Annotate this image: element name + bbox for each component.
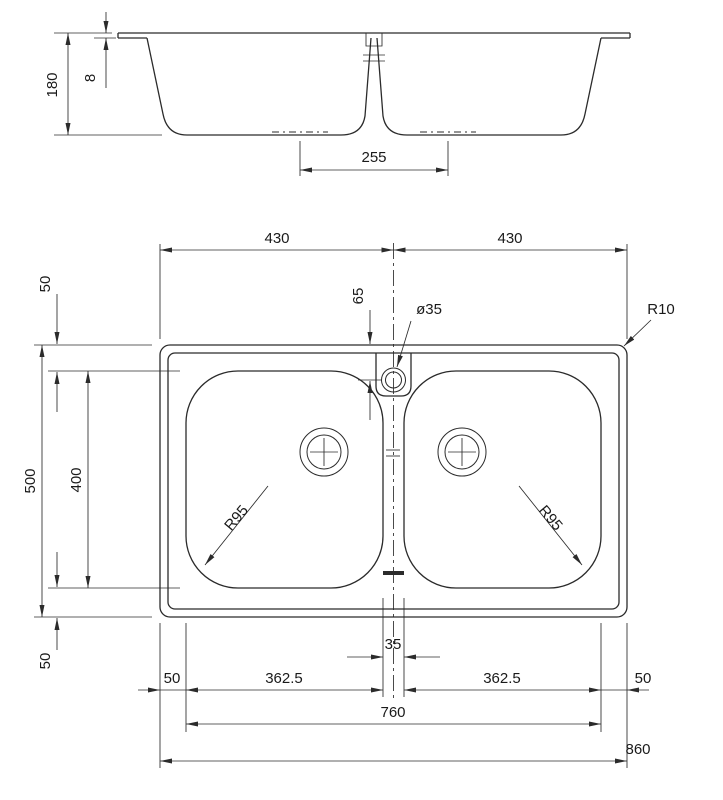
dim-drain-spacing-255: 255: [299, 141, 449, 176]
corner-radius-label: R10: [647, 301, 675, 318]
dim-bowl-width-right-label: 430: [497, 230, 522, 247]
dim-overall-depth-500: 500: [22, 344, 152, 618]
dim-drain-spacing-label: 255: [361, 149, 386, 166]
dim-overall-width-860: 860: [160, 741, 651, 764]
dim-top-margin-50: 50: [37, 276, 60, 412]
dim-bowls-span-760: 760: [186, 704, 601, 727]
dim-top-margin-label: 50: [37, 276, 54, 293]
dim-bowl-depth-label: 400: [68, 467, 85, 492]
dim-bottom-margin-50: 50: [37, 552, 60, 670]
dim-center-gap-35: 35: [347, 598, 440, 697]
dim-bowls-span-label: 760: [380, 704, 405, 721]
section-tap-hole: [365, 33, 383, 47]
section-right-bowl: [376, 37, 602, 136]
dim-tap-offset-65: 65: [350, 288, 381, 420]
section-view: [117, 32, 631, 136]
dim-rim-8: 8: [82, 12, 116, 88]
tap-diameter-label: ø35: [416, 301, 442, 318]
dim-tap-offset-label: 65: [350, 288, 367, 305]
right-drain-inner: [444, 434, 480, 470]
dim-bowl-width-left-label: 430: [264, 230, 289, 247]
right-drain-outer: [437, 427, 487, 477]
left-bowl: [185, 370, 384, 589]
dim-bowl-depth-400: 400: [48, 370, 180, 589]
left-drain-inner: [306, 434, 342, 470]
dim-left-margin-label: 50: [164, 670, 181, 687]
dim-overall-width-label: 860: [625, 741, 650, 758]
dim-bottom-margin-label: 50: [37, 653, 54, 670]
label-tap-diameter: ø35: [396, 301, 442, 368]
dim-right-margin-label: 50: [635, 670, 652, 687]
plan-view: [159, 243, 628, 700]
plan-center-mark: [383, 571, 404, 575]
right-bowl: [403, 370, 602, 589]
bowl-radius-left-label: R95: [221, 502, 252, 534]
dim-bowl-inner-right-label: 362.5: [483, 670, 521, 687]
dim-depth-180: 180: [44, 32, 162, 136]
dim-bowl-inner-left-label: 362.5: [265, 670, 303, 687]
dim-bottom-chain: 50 362.5 362.5 50: [138, 623, 651, 768]
dim-center-gap-label: 35: [385, 636, 402, 653]
label-corner-radius: R10: [623, 301, 675, 347]
section-left-bowl: [146, 37, 372, 136]
dim-depth-label: 180: [44, 72, 61, 97]
dim-overall-depth-label: 500: [22, 468, 39, 493]
dim-rim-label: 8: [82, 74, 99, 82]
bowl-radius-right-label: R95: [535, 502, 566, 534]
tap-hole-recess: [375, 353, 412, 397]
left-drain-outer: [299, 427, 349, 477]
dim-top-widths: 430 430: [159, 230, 628, 339]
